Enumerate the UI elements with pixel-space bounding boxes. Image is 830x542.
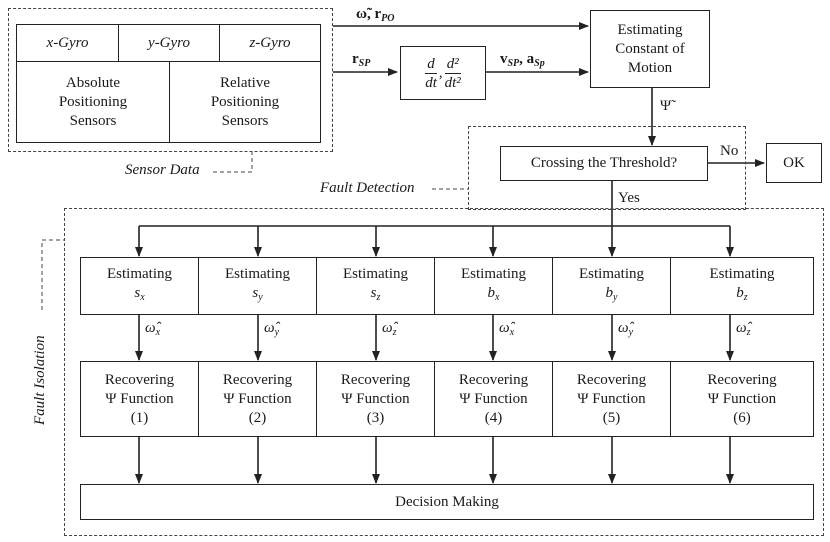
recovering-label: Recovering: [707, 371, 777, 388]
decision-making-label: Decision Making: [395, 493, 499, 510]
x-gyro-label: x-Gyro: [46, 34, 89, 51]
omega-hat-label-6: ω̂z: [736, 320, 751, 338]
recovering-label: Recovering: [222, 371, 293, 388]
relative-line-3: Sensors: [221, 112, 269, 129]
recovering-box-4: Recovering Ψ Function (4): [434, 361, 553, 437]
ok-label: OK: [783, 154, 805, 171]
recovering-label: Recovering: [340, 371, 411, 388]
psi-function-label: Ψ Function: [707, 390, 777, 407]
absolute-line-3: Sensors: [69, 112, 117, 129]
constant-of-motion-box: Estimating Constant of Motion: [590, 10, 710, 88]
param-symbol: sy: [252, 285, 263, 303]
yes-label: Yes: [618, 190, 640, 206]
fault-detection-group: [468, 126, 746, 210]
no-label: No: [720, 143, 739, 159]
estimating-label: Estimating: [107, 266, 172, 282]
estimating-box-5: Estimating by: [552, 257, 671, 315]
estimator-line-2: Constant of: [615, 40, 685, 57]
recovering-label: Recovering: [104, 371, 175, 388]
fault-detection-label: Fault Detection: [320, 180, 415, 196]
recovering-index: (2): [248, 409, 267, 426]
relative-line-2: Positioning: [210, 93, 280, 110]
estimating-box-1: Estimating sx: [80, 257, 199, 315]
fault-isolation-group: [64, 208, 824, 536]
recovering-box-2: Recovering Ψ Function (2): [198, 361, 317, 437]
recovering-index: (4): [484, 409, 503, 426]
vsp-asp-label: vSP, aSp: [500, 51, 545, 69]
relative-positioning-box: Relative Positioning Sensors: [169, 61, 321, 143]
absolute-line-1: Absolute: [65, 74, 121, 91]
omega-hat-label-1: ω̂x: [145, 320, 161, 338]
omega-hat-label-4: ω̂x: [499, 320, 515, 338]
first-derivative: d dt: [425, 55, 437, 91]
absolute-positioning-box: Absolute Positioning Sensors: [16, 61, 170, 143]
decision-making-box: Decision Making: [80, 484, 814, 520]
estimator-line-3: Motion: [627, 59, 673, 76]
estimating-box-6: Estimating bz: [670, 257, 814, 315]
psi-function-label: Ψ Function: [223, 390, 292, 407]
derivative-box: d dt , d² dt²: [400, 46, 486, 100]
recovering-label: Recovering: [458, 371, 529, 388]
sensor-data-group: [8, 8, 333, 152]
recovering-box-5: Recovering Ψ Function (5): [552, 361, 671, 437]
psi-tilde-label: Ψ̃: [660, 98, 672, 114]
estimating-box-3: Estimating sz: [316, 257, 435, 315]
recovering-box-3: Recovering Ψ Function (3): [316, 361, 435, 437]
estimating-label: Estimating: [225, 266, 290, 282]
estimating-box-2: Estimating sy: [198, 257, 317, 315]
ok-box: OK: [766, 143, 822, 183]
recovering-label: Recovering: [576, 371, 647, 388]
recovering-index: (3): [366, 409, 385, 426]
recovering-box-6: Recovering Ψ Function (6): [670, 361, 814, 437]
y-gyro-label: y-Gyro: [148, 34, 190, 51]
omega-hat-label-5: ω̂y: [618, 320, 634, 338]
param-symbol: sz: [370, 285, 381, 303]
param-symbol: sx: [134, 285, 145, 303]
second-derivative: d² dt²: [444, 55, 461, 91]
psi-function-label: Ψ Function: [577, 390, 646, 407]
rsp-label: rSP: [352, 51, 371, 69]
absolute-line-2: Positioning: [58, 93, 128, 110]
omega-rpo-label: ω̃, rPO: [356, 6, 395, 24]
omega-hat-label-3: ω̂z: [382, 320, 397, 338]
y-gyro-box: y-Gyro: [118, 24, 220, 62]
estimating-label: Estimating: [461, 266, 526, 282]
threshold-label: Crossing the Threshold?: [530, 155, 678, 171]
relative-line-1: Relative: [220, 74, 270, 91]
estimator-line-1: Estimating: [617, 21, 683, 38]
omega-hat-label-2: ω̂y: [264, 320, 280, 338]
recovering-index: (6): [733, 409, 751, 426]
estimating-label: Estimating: [343, 266, 408, 282]
sensor-data-label: Sensor Data: [125, 162, 200, 178]
recovering-box-1: Recovering Ψ Function (1): [80, 361, 199, 437]
recovering-index: (1): [130, 409, 149, 426]
z-gyro-label: z-Gyro: [249, 34, 291, 51]
z-gyro-box: z-Gyro: [219, 24, 321, 62]
param-symbol: bx: [487, 285, 500, 303]
psi-function-label: Ψ Function: [105, 390, 174, 407]
param-symbol: bz: [736, 285, 748, 303]
recovering-index: (5): [602, 409, 621, 426]
param-symbol: by: [605, 285, 618, 303]
psi-function-label: Ψ Function: [459, 390, 528, 407]
threshold-box: Crossing the Threshold?: [500, 146, 708, 181]
estimating-label: Estimating: [709, 266, 775, 282]
psi-function-label: Ψ Function: [341, 390, 410, 407]
estimating-label: Estimating: [579, 266, 644, 282]
estimating-box-4: Estimating bx: [434, 257, 553, 315]
